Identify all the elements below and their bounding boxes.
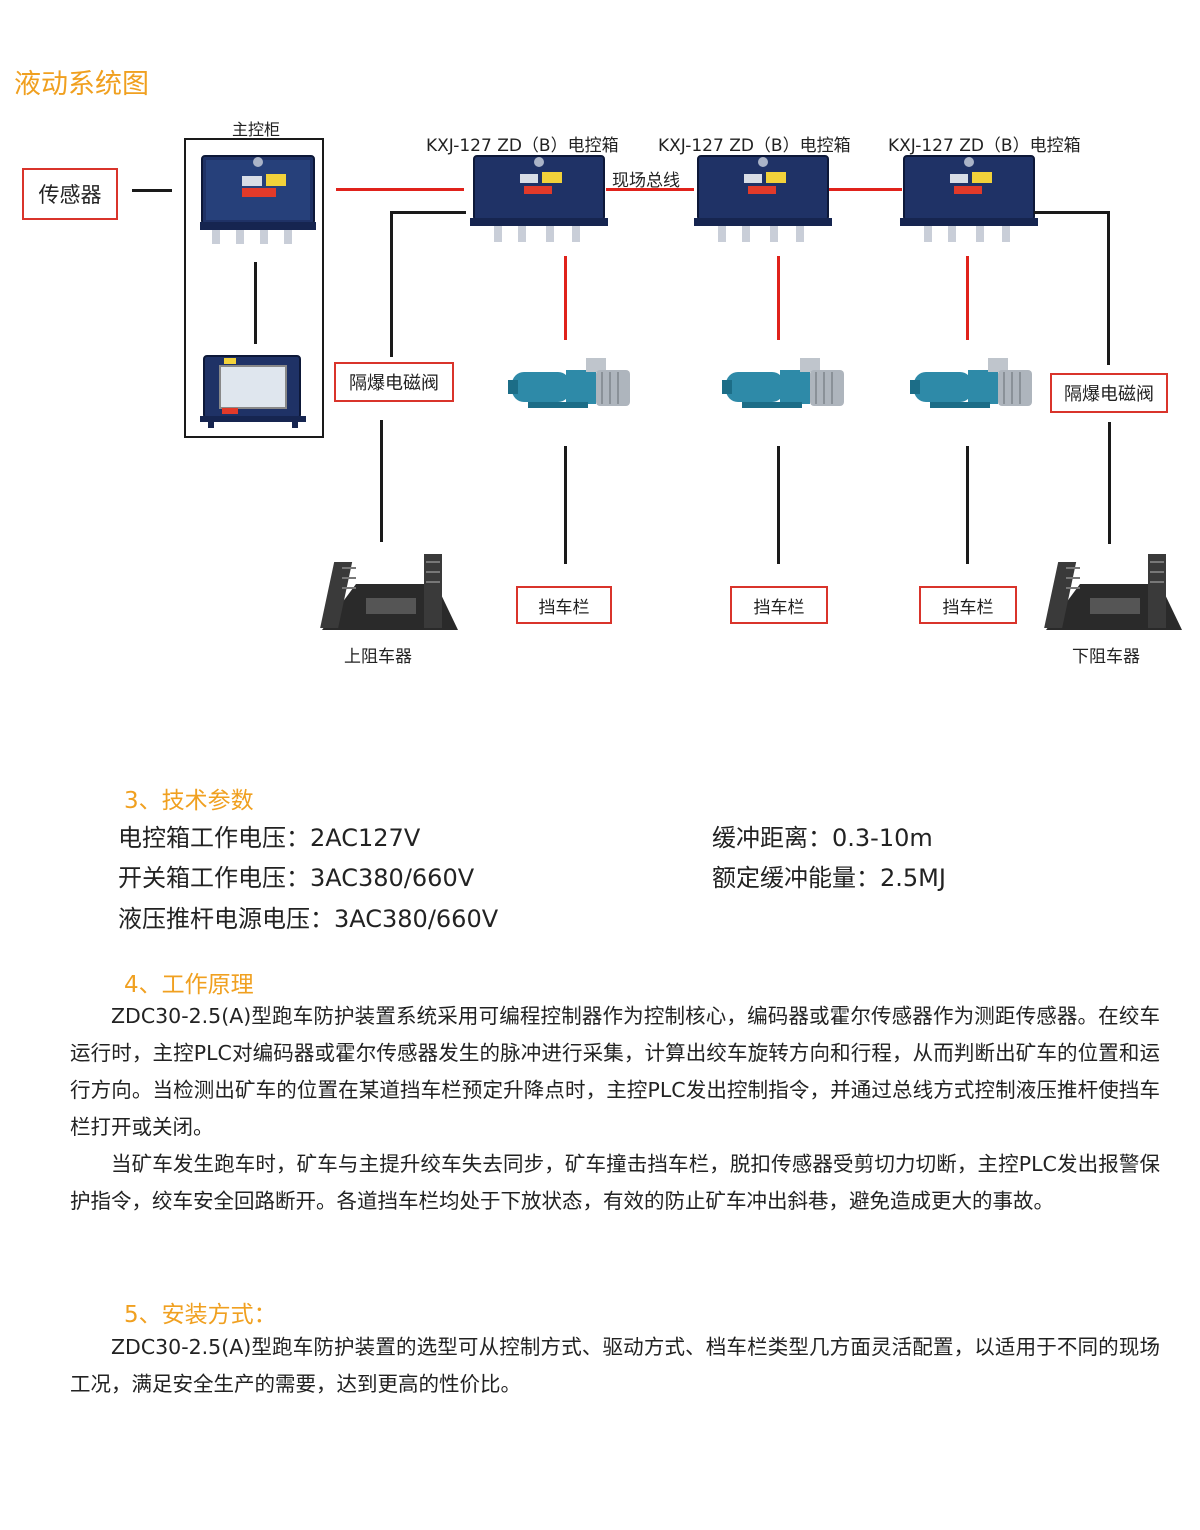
control-box-1 xyxy=(470,155,608,242)
link-pump2-barrier2 xyxy=(777,446,780,564)
param-box-voltage: 电控箱工作电压：2AC127V xyxy=(118,824,421,852)
link-box1-pump1 xyxy=(564,256,567,340)
upper-stopper-label: 上阻车器 xyxy=(344,647,412,667)
left-valve-box: 隔爆电磁阀 xyxy=(334,362,454,402)
param-buffer-energy: 额定缓冲能量：2.5MJ xyxy=(712,864,946,892)
link-main-box-display xyxy=(254,262,257,344)
link-pump1-barrier1 xyxy=(564,446,567,564)
upper-stopper-image xyxy=(320,554,458,630)
param-switch-voltage: 开关箱工作电压：3AC380/660V xyxy=(118,864,475,892)
link-box3-right-valve-h xyxy=(1034,211,1110,214)
lower-stopper-label: 下阻车器 xyxy=(1072,647,1140,667)
sensor-box: 传感器 xyxy=(22,168,118,220)
section4-heading: 4、工作原理 xyxy=(124,972,254,998)
main-cabinet-box xyxy=(200,155,316,244)
right-valve-box: 隔爆电磁阀 xyxy=(1050,373,1168,413)
param-buffer-distance: 缓冲距离：0.3-10m xyxy=(712,824,933,852)
bus-box1-box2 xyxy=(606,188,694,191)
lower-stopper-image xyxy=(1044,554,1182,630)
bus-label: 现场总线 xyxy=(612,171,680,191)
link-sensor-main xyxy=(132,189,172,192)
bus-main-box1 xyxy=(336,188,464,191)
box-3-label: KXJ-127 ZD（B）电控箱 xyxy=(888,136,1081,156)
link-box1-left-valve-v xyxy=(390,211,393,357)
barrier-box-1: 挡车栏 xyxy=(516,586,612,624)
hydraulic-pump-2 xyxy=(722,358,844,408)
link-box3-right-valve-v xyxy=(1107,211,1110,365)
param-pushrod-voltage: 液压推杆电源电压：3AC380/660V xyxy=(118,905,499,933)
barrier-box-3: 挡车栏 xyxy=(919,586,1017,624)
section4-paragraph-2: 当矿车发生跑车时，矿车与主提升绞车失去同步，矿车撞击挡车栏，脱扣传感器受剪切力切… xyxy=(70,1152,1160,1213)
section5-paragraph-1: ZDC30-2.5(A)型跑车防护装置的选型可从控制方式、驱动方式、档车栏类型几… xyxy=(70,1335,1160,1396)
box-2-label: KXJ-127 ZD（B）电控箱 xyxy=(658,136,851,156)
link-right-valve-stopper xyxy=(1108,422,1111,544)
hydraulic-pump-3 xyxy=(910,358,1032,408)
section3-heading: 3、技术参数 xyxy=(124,788,254,814)
main-cabinet-frame xyxy=(184,138,324,438)
main-cabinet-display xyxy=(200,355,306,428)
main-cabinet-label: 主控柜 xyxy=(232,120,281,139)
link-pump3-barrier3 xyxy=(966,446,969,564)
link-box2-pump2 xyxy=(777,256,780,340)
link-box3-pump3 xyxy=(966,256,969,340)
barrier-box-2: 挡车栏 xyxy=(730,586,828,624)
link-box1-left-valve-h xyxy=(390,211,466,214)
bus-box2-box3 xyxy=(828,188,902,191)
section4-paragraph-1: ZDC30-2.5(A)型跑车防护装置系统采用可编程控制器作为控制核心，编码器或… xyxy=(70,1004,1160,1139)
box-1-label: KXJ-127 ZD（B）电控箱 xyxy=(426,136,619,156)
page-title: 液动系统图 xyxy=(14,69,149,100)
hydraulic-pump-1 xyxy=(508,358,630,408)
section5-heading: 5、安装方式： xyxy=(124,1302,277,1328)
control-box-3 xyxy=(900,155,1038,242)
control-box-2 xyxy=(694,155,832,242)
link-left-valve-stopper xyxy=(380,420,383,542)
